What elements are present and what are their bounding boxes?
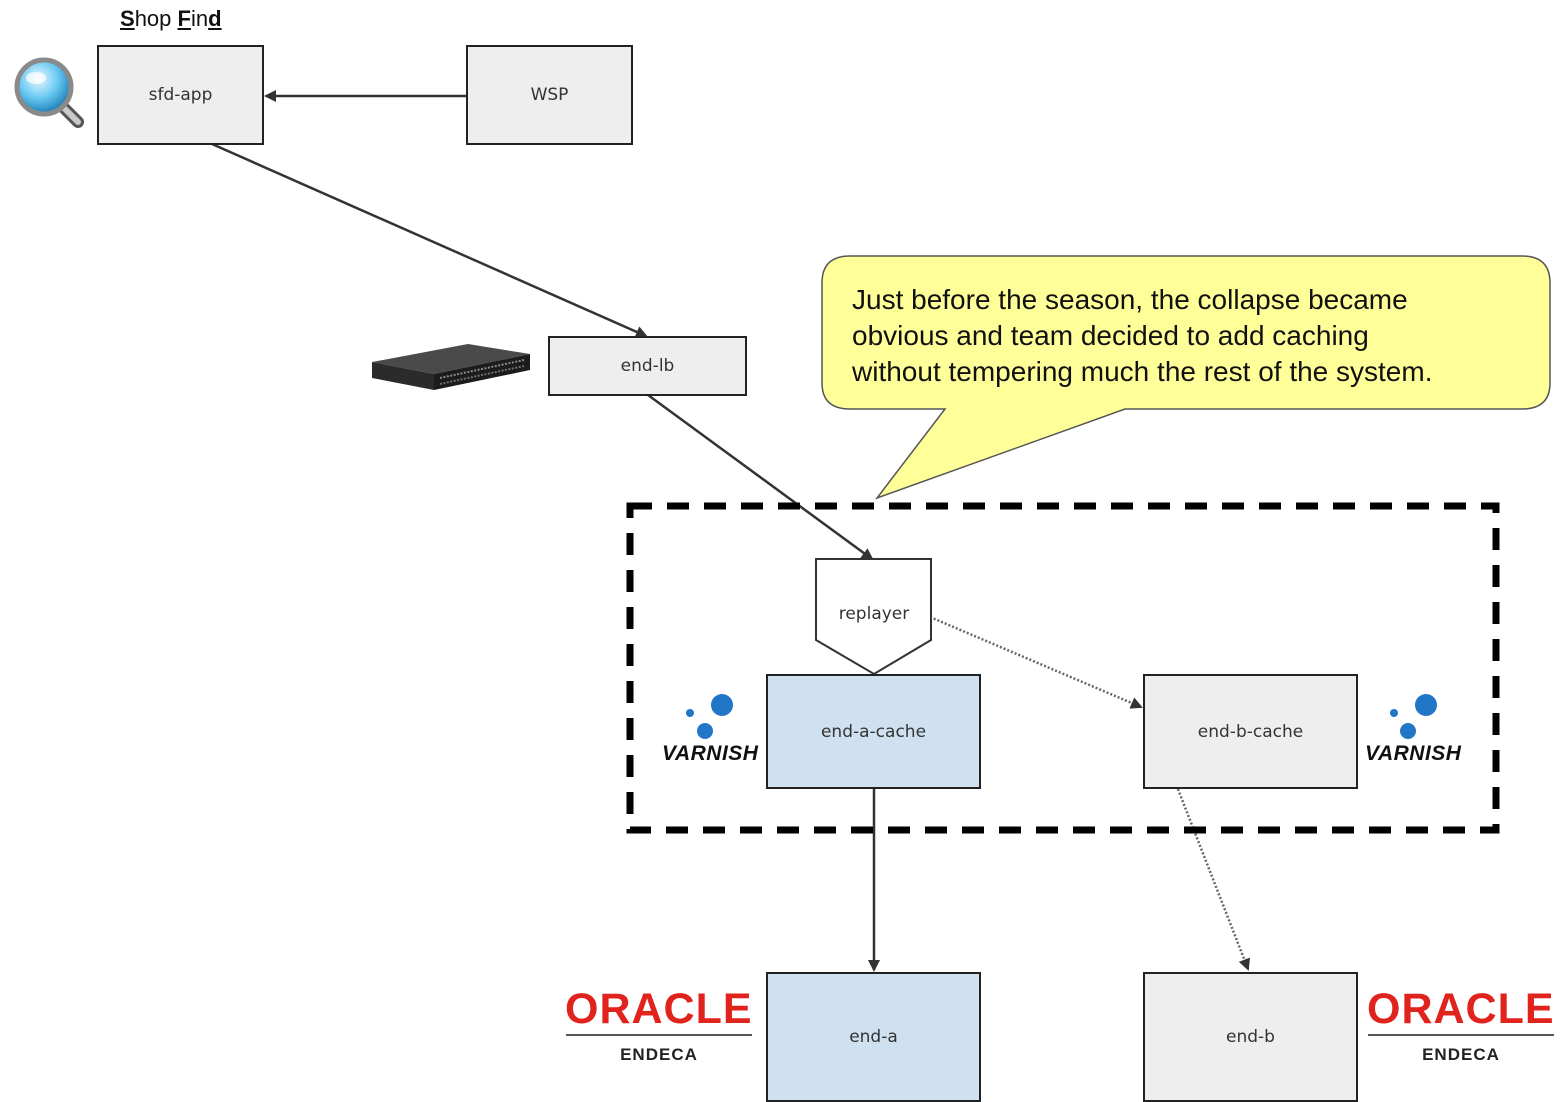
node-end-a[interactable]: end-a xyxy=(766,972,981,1102)
oracle-divider-right xyxy=(1368,1034,1554,1036)
cache-layer-region xyxy=(626,502,1500,834)
node-replayer-label[interactable]: replayer xyxy=(838,604,910,624)
node-end-a-label: end-a xyxy=(849,1027,898,1047)
callout-line-3: without tempering much the rest of the s… xyxy=(852,356,1433,387)
magnifier-icon xyxy=(14,57,84,128)
callout-line-1: Just before the season, the collapse bec… xyxy=(852,284,1408,315)
edge-end-lb-to-replayer xyxy=(647,393,874,561)
node-sfd-app-label: sfd-app xyxy=(148,85,213,105)
varnish-logo-right: VARNISH xyxy=(1365,742,1462,765)
oracle-divider-left xyxy=(566,1034,752,1036)
varnish-logo-dots-right xyxy=(1390,694,1437,739)
node-end-b-cache-label: end-b-cache xyxy=(1197,721,1304,742)
node-wsp[interactable]: WSP xyxy=(466,45,633,145)
replayer-shape xyxy=(815,558,932,676)
node-end-a-cache[interactable]: end-a-cache xyxy=(766,674,981,789)
callout-line-2: obvious and team decided to add caching xyxy=(852,320,1369,351)
node-end-lb[interactable]: end-lb xyxy=(548,336,747,396)
diagram-title: Shop Find xyxy=(120,6,222,31)
callout-text: Just before the season, the collapse bec… xyxy=(852,282,1542,390)
node-end-b-label: end-b xyxy=(1226,1027,1275,1047)
node-wsp-label: WSP xyxy=(530,85,569,105)
endeca-label-right: ENDECA xyxy=(1422,1045,1500,1064)
varnish-logo-left: VARNISH xyxy=(662,742,759,765)
varnish-logo-dots-left xyxy=(686,694,733,739)
node-end-b[interactable]: end-b xyxy=(1143,972,1358,1102)
callout-balloon xyxy=(821,255,1551,500)
node-end-lb-label: end-lb xyxy=(620,356,675,376)
network-switch-icon xyxy=(372,344,530,390)
oracle-logo-right: ORACLE xyxy=(1367,985,1555,1033)
edge-end-b-cache-to-end-b xyxy=(1144,706,1250,971)
endeca-label-left: ENDECA xyxy=(620,1045,698,1064)
node-sfd-app[interactable]: sfd-app xyxy=(97,45,264,145)
edge-sfd-app-to-end-lb xyxy=(211,142,648,338)
node-end-b-cache[interactable]: end-b-cache xyxy=(1143,674,1358,789)
node-end-a-cache-label: end-a-cache xyxy=(820,721,927,742)
oracle-logo-left: ORACLE xyxy=(565,985,753,1033)
